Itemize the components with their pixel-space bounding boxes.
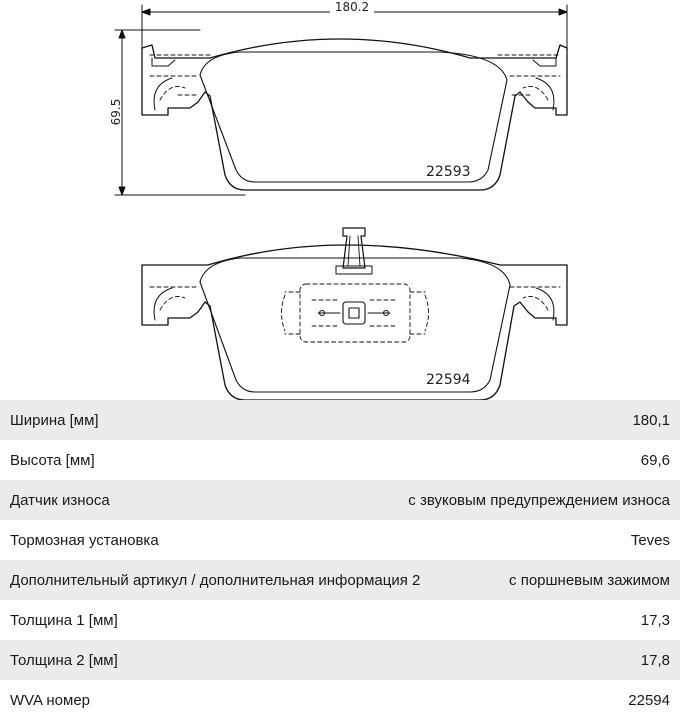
bottom-friction-material xyxy=(199,257,511,393)
spec-value: 22594 xyxy=(628,691,670,709)
spec-label: Толщина 2 [мм] xyxy=(10,651,118,669)
drawing-svg: 180.2 69.5 22593 22594 xyxy=(109,0,568,400)
width-dimension-label: 180.2 xyxy=(335,0,369,14)
wear-sensor-clip xyxy=(335,227,373,275)
height-dimension xyxy=(114,29,246,196)
spec-label: Толщина 1 [мм] xyxy=(10,611,118,629)
spec-value: 69,6 xyxy=(640,451,670,469)
spec-value: 180,1 xyxy=(632,411,670,429)
spec-label: Высота [мм] xyxy=(10,451,95,469)
specifications-table: Ширина [мм] 180,1 Высота [мм] 69,6 Датчи… xyxy=(0,400,680,720)
spec-label: Тормозная установка xyxy=(10,531,159,549)
spec-row-thickness-1: Толщина 1 [мм] 17,3 xyxy=(0,600,680,640)
spec-row-height: Высота [мм] 69,6 xyxy=(0,440,680,480)
spec-label: Ширина [мм] xyxy=(10,411,99,429)
spec-row-wear-sensor: Датчик износа с звуковым предупреждением… xyxy=(0,480,680,520)
spec-value: с звуковым предупреждением износа xyxy=(408,491,670,509)
top-part-number: 22593 xyxy=(426,164,471,180)
brake-pad-technical-drawing: 180.2 69.5 22593 22594 xyxy=(109,0,568,400)
top-brake-pad xyxy=(141,38,568,191)
spec-label: Датчик износа xyxy=(10,491,110,509)
top-friction-material xyxy=(199,51,508,183)
spec-value: 17,8 xyxy=(640,651,670,669)
spec-row-additional-info: Дополнительный артикул / дополнительная … xyxy=(0,560,680,600)
spec-value: Teves xyxy=(630,531,670,549)
spec-value: с поршневым зажимом xyxy=(509,571,670,589)
spec-row-wva-number: WVA номер 22594 xyxy=(0,680,680,720)
piston-clip xyxy=(149,283,561,343)
spec-row-width: Ширина [мм] 180,1 xyxy=(0,400,680,440)
height-dimension-label: 69.5 xyxy=(109,99,123,126)
top-backing-plate xyxy=(141,38,568,191)
bottom-part-number: 22594 xyxy=(426,372,471,388)
spec-row-brake-system: Тормозная установка Teves xyxy=(0,520,680,560)
bottom-backing-plate xyxy=(141,244,568,400)
spec-row-thickness-2: Толщина 2 [мм] 17,8 xyxy=(0,640,680,680)
center-spring xyxy=(317,301,391,325)
spec-label: WVA номер xyxy=(10,691,91,709)
spec-value: 17,3 xyxy=(640,611,670,629)
bottom-brake-pad xyxy=(141,227,568,400)
spec-label: Дополнительный артикул / дополнительная … xyxy=(10,571,421,589)
